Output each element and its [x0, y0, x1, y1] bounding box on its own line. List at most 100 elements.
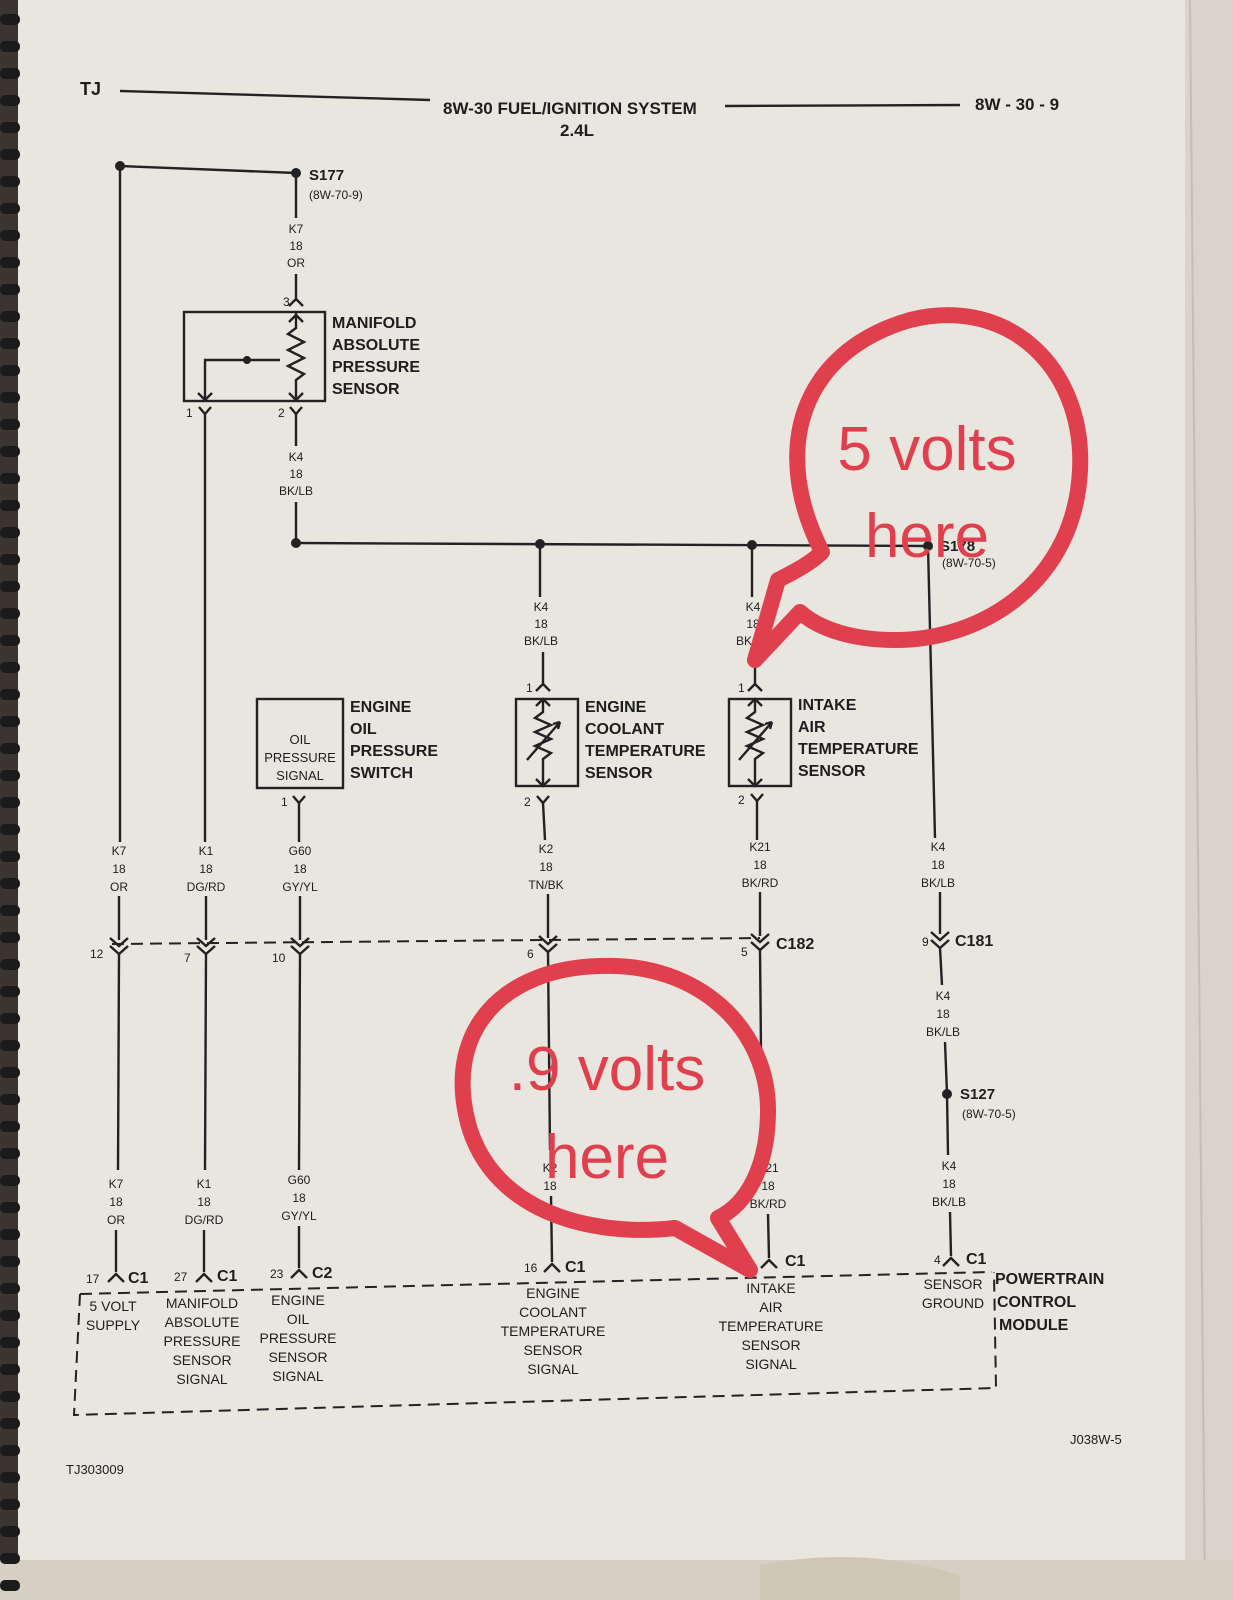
spiral-ring [0, 1094, 20, 1105]
spiral-ring [0, 176, 20, 187]
spiral-ring [0, 446, 20, 457]
spiral-ring [0, 1040, 20, 1051]
map-pin-2: 2 [278, 406, 285, 420]
svg-text:.9 volts: .9 volts [509, 1035, 705, 1104]
svg-text:18: 18 [936, 1007, 950, 1021]
wire-label-k7-top: K7 18 OR [287, 222, 305, 270]
svg-text:BK/LB: BK/LB [524, 634, 558, 648]
svg-text:4: 4 [934, 1253, 941, 1267]
svg-text:SENSOR: SENSOR [268, 1349, 327, 1365]
iat-pin-2: 2 [738, 793, 745, 807]
svg-text:18: 18 [931, 858, 945, 872]
svg-text:SUPPLY: SUPPLY [86, 1317, 141, 1333]
svg-text:18: 18 [534, 617, 548, 631]
spiral-ring [0, 1148, 20, 1159]
spiral-ring [0, 1175, 20, 1186]
svg-text:K1: K1 [197, 1177, 212, 1191]
svg-text:SIGNAL: SIGNAL [176, 1371, 228, 1387]
svg-text:ABSOLUTE: ABSOLUTE [165, 1314, 240, 1330]
svg-text:INTAKE: INTAKE [746, 1280, 796, 1296]
spiral-ring [0, 743, 20, 754]
svg-text:COOLANT: COOLANT [519, 1304, 587, 1320]
spiral-ring [0, 581, 20, 592]
svg-text:5 volts: 5 volts [837, 415, 1016, 484]
svg-text:BK/RD: BK/RD [750, 1197, 787, 1211]
svg-text:BK/LB: BK/LB [921, 876, 955, 890]
spiral-ring [0, 1229, 20, 1240]
spiral-ring [0, 1472, 20, 1483]
svg-text:K21: K21 [749, 840, 771, 854]
svg-text:PRESSURE: PRESSURE [332, 359, 420, 376]
svg-text:MODULE: MODULE [999, 1317, 1069, 1334]
map-sensor: MANIFOLD ABSOLUTE PRESSURE SENSOR [182, 310, 420, 403]
svg-text:17: 17 [86, 1272, 100, 1286]
svg-text:OIL: OIL [290, 732, 311, 747]
spiral-ring [0, 986, 20, 997]
spiral-ring [0, 311, 20, 322]
svg-text:here: here [865, 502, 989, 571]
svg-text:BK/LB: BK/LB [279, 484, 313, 498]
svg-text:TEMPERATURE: TEMPERATURE [501, 1323, 606, 1339]
svg-text:18: 18 [761, 1179, 775, 1193]
paper-sheet [18, 0, 1213, 1600]
svg-text:SENSOR: SENSOR [585, 765, 653, 782]
svg-text:K1: K1 [199, 844, 214, 858]
iat-pin-1: 1 [738, 681, 745, 695]
footer-right-code: J038W-5 [1070, 1432, 1122, 1447]
pcm-pin-labels: 5 VOLT SUPPLY MANIFOLD ABSOLUTE PRESSURE… [86, 1276, 984, 1387]
svg-text:ENGINE: ENGINE [350, 699, 412, 716]
svg-text:C1: C1 [785, 1253, 806, 1270]
spiral-binding [0, 14, 20, 1591]
spiral-ring [0, 1364, 20, 1375]
svg-text:18: 18 [543, 1179, 557, 1193]
pcm-title: POWERTRAIN CONTROL MODULE [995, 1271, 1104, 1334]
svg-text:TN/BK: TN/BK [528, 878, 563, 892]
spiral-ring [0, 1445, 20, 1456]
svg-text:PRESSURE: PRESSURE [163, 1333, 240, 1349]
svg-text:C1: C1 [565, 1259, 586, 1276]
spiral-ring [0, 419, 20, 430]
spiral-ring [0, 1202, 20, 1213]
svg-text:ENGINE: ENGINE [526, 1285, 580, 1301]
header-title: 8W-30 FUEL/IGNITION SYSTEM [443, 99, 697, 118]
svg-text:K4: K4 [534, 600, 549, 614]
svg-text:SENSOR: SENSOR [923, 1276, 982, 1292]
svg-text:SIGNAL: SIGNAL [745, 1356, 797, 1372]
svg-text:K4: K4 [931, 840, 946, 854]
header-left: TJ [80, 79, 101, 99]
spiral-ring [0, 68, 20, 79]
map-pin-3: 3 [283, 295, 290, 309]
svg-text:9: 9 [922, 935, 929, 949]
ect-pin-2: 2 [524, 795, 531, 809]
spiral-ring [0, 473, 20, 484]
splice-s178-ref: (8W-70-5) [942, 556, 996, 570]
pcm-pins: 17 C1 27 C1 23 C2 16 C1 C1 4 C1 [86, 1251, 987, 1287]
wire-label-k4-c181: K4 18 BK/LB [926, 989, 960, 1039]
connector-c182: 12 7 10 6 5 C182 [90, 933, 814, 965]
spiral-ring [0, 1283, 20, 1294]
splice-s177-ref: (8W-70-9) [309, 188, 363, 202]
svg-text:MANIFOLD: MANIFOLD [166, 1295, 238, 1311]
spiral-ring [0, 1580, 20, 1591]
svg-text:18: 18 [753, 858, 767, 872]
svg-text:AIR: AIR [798, 719, 826, 736]
spiral-ring [0, 392, 20, 403]
svg-text:BK/LB: BK/LB [932, 1195, 966, 1209]
spiral-ring [0, 878, 20, 889]
svg-text:18: 18 [293, 862, 307, 876]
spiral-ring [0, 689, 20, 700]
svg-text:ENGINE: ENGINE [271, 1292, 325, 1308]
spiral-ring [0, 1499, 20, 1510]
svg-text:K7: K7 [289, 222, 304, 236]
svg-text:C1: C1 [966, 1251, 987, 1268]
spiral-ring [0, 662, 20, 673]
spiral-ring [0, 716, 20, 727]
svg-text:27: 27 [174, 1270, 188, 1284]
spiral-ring [0, 230, 20, 241]
spiral-ring [0, 932, 20, 943]
spiral-ring [0, 797, 20, 808]
header-subtitle: 2.4L [560, 121, 594, 140]
splice-s177-label: S177 [309, 167, 344, 184]
spiral-ring [0, 770, 20, 781]
oil-switch-pin-1: 1 [281, 795, 288, 809]
